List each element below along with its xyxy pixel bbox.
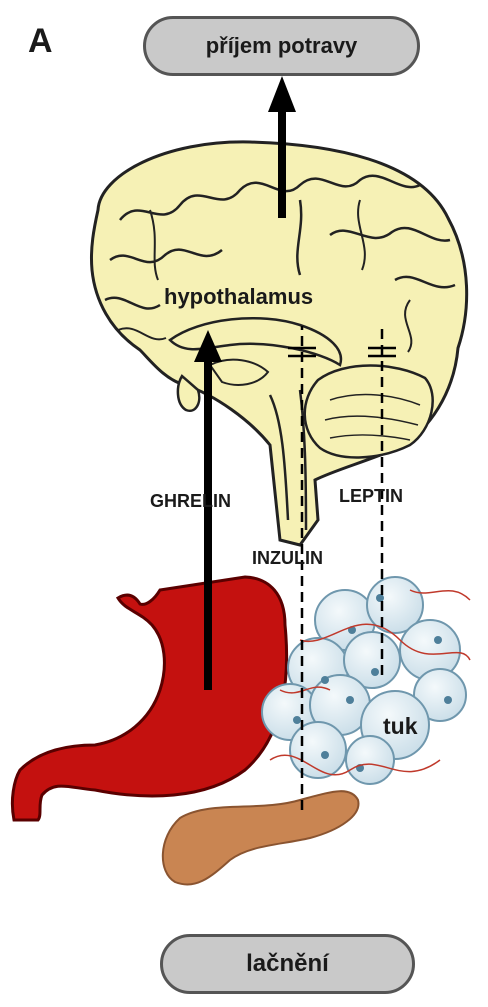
hypothalamus-label: hypothalamus [164,284,313,310]
ghrelin-label: GHRELIN [150,491,231,512]
panel-label: A [28,22,53,61]
insulin-label: INZULIN [252,548,323,569]
fasting-box: lačnění [160,934,415,994]
pancreas-icon [163,791,359,884]
leptin-label: LEPTIN [339,486,403,507]
stomach-icon [12,577,286,820]
fat-cells-icon [262,577,470,784]
output-arrowhead [268,76,296,112]
fat-label: tuk [383,713,418,740]
food-intake-box: příjem potravy [143,16,420,76]
